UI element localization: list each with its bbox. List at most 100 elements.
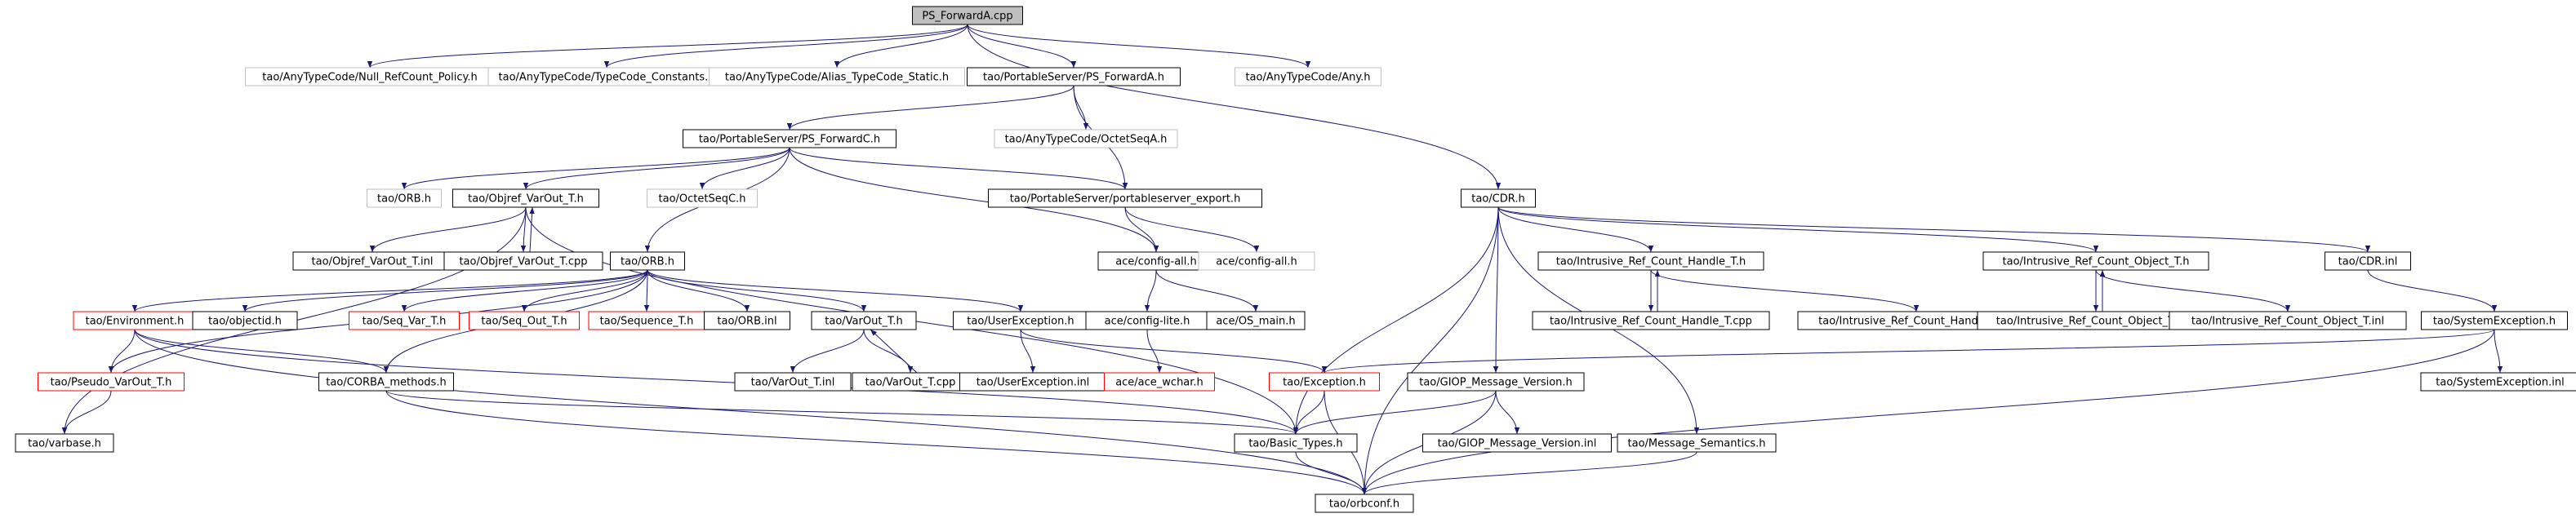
node-label: tao/VarOut_T.cpp: [865, 377, 956, 389]
edge-basic-to-orbconf: [1295, 451, 1368, 495]
edge-orbh2-to-seqout: [521, 269, 648, 312]
node-label: tao/Sequence_T.h: [600, 316, 694, 328]
node-seqvar[interactable]: tao/Seq_Var_T.h: [349, 311, 460, 330]
node-ircocpp[interactable]: tao/Intrusive_Ref_Count_Object_T.cpp: [1977, 311, 2215, 330]
node-box: [2420, 372, 2576, 392]
edge-varoutT-to-varoutinl: [790, 329, 865, 374]
node-label: tao/Intrusive_Ref_Count_Handle_T.cpp: [1550, 316, 1752, 328]
node-box: [647, 188, 758, 208]
node-label: tao/PortableServer/PS_ForwardA.h: [983, 72, 1164, 84]
node-label: tao/Intrusive_Ref_Count_Object_T.cpp: [1996, 316, 2196, 328]
edge-env-to-basic: [134, 329, 1299, 435]
node-basic[interactable]: tao/Basic_Types.h: [1234, 433, 1358, 453]
node-userexc[interactable]: tao/UserException.h: [953, 311, 1088, 330]
node-label: tao/Objref_VarOut_T.cpp: [459, 256, 587, 268]
node-seqT[interactable]: tao/Sequence_T.h: [588, 311, 705, 330]
node-giop[interactable]: tao/GIOP_Message_Version.h: [1407, 372, 1585, 392]
node-env[interactable]: tao/Environment.h: [73, 311, 197, 330]
node-seqout[interactable]: tao/Seq_Out_T.h: [469, 311, 580, 330]
node-box: [1198, 251, 1315, 271]
node-sysexc[interactable]: tao/SystemException.h: [2421, 311, 2568, 330]
node-label: tao/AnyTypeCode/Null_RefCount_Policy.h: [262, 72, 477, 84]
node-root[interactable]: PS_ForwardA.cpp: [912, 6, 1023, 25]
edge-orbh2-to-varoutT: [647, 269, 867, 312]
node-label: tao/Seq_Var_T.h: [363, 316, 447, 328]
node-objid[interactable]: tao/objectid.h: [192, 311, 298, 330]
edge-cdrh-to-basic: [1292, 206, 1499, 435]
node-box: [1104, 372, 1215, 392]
node-cfglite[interactable]: ace/config-lite.h: [1085, 311, 1209, 330]
node-label: tao/Intrusive_Ref_Count_Object_T.h: [2003, 256, 2190, 268]
edge-corba-to-basic: [385, 390, 1298, 435]
node-box: [1422, 433, 1612, 453]
node-box: [683, 129, 896, 148]
node-box: [2421, 311, 2568, 330]
node-orbh2[interactable]: tao/ORB.h: [610, 251, 685, 271]
node-pseudo[interactable]: tao/Pseudo_VarOut_T.h: [38, 372, 185, 392]
edge-irco-to-ircoinl: [2095, 269, 2291, 312]
edge-psfa-to-octa: [1073, 85, 1089, 131]
node-varoutinl[interactable]: tao/VarOut_T.inl: [734, 372, 852, 392]
node-psfc[interactable]: tao/PortableServer/PS_ForwardC.h: [683, 129, 896, 148]
node-label: tao/varbase.h: [28, 438, 101, 450]
node-sysexcinl[interactable]: tao/SystemException.inl: [2420, 372, 2576, 392]
edge-env-to-pseudo: [108, 329, 136, 374]
edge-giop-to-basic: [1292, 390, 1497, 435]
node-box: [704, 311, 790, 330]
node-cfgall[interactable]: ace/config-all.h: [1097, 251, 1215, 271]
node-anyh: tao/AnyTypeCode/Any.h: [1235, 67, 1381, 86]
node-osmain[interactable]: ace/OS_main.h: [1206, 311, 1306, 330]
node-objref[interactable]: tao/Objref_VarOut_T.h: [452, 188, 599, 208]
edge-env-to-corba: [134, 329, 389, 374]
edge-cdrh-to-cdrinl: [1497, 206, 2370, 253]
edge-orbh2-to-seqvar: [401, 269, 648, 312]
node-cdrh[interactable]: tao/CDR.h: [1461, 188, 1536, 208]
edge-psfc-to-orbh1: [401, 147, 790, 190]
edge-sysexc-to-sysexcinl: [2494, 329, 2503, 374]
node-psfa[interactable]: tao/PortableServer/PS_ForwardA.h: [967, 67, 1181, 86]
node-msgsem[interactable]: tao/Message_Semantics.h: [1617, 433, 1777, 453]
node-box: [811, 311, 917, 330]
edge-cdrh-to-irco: [1497, 206, 2098, 253]
node-nullref: tao/AnyTypeCode/Null_RefCount_Policy.h: [245, 67, 495, 86]
node-box: [367, 188, 442, 208]
node-orbconf[interactable]: tao/orbconf.h: [1315, 494, 1414, 513]
node-label: tao/ORB.h: [621, 256, 674, 268]
node-label: tao/AnyTypeCode/OctetSeqA.h: [1005, 134, 1168, 146]
edge-psfc-to-psexp: [789, 147, 1128, 190]
node-userexcinl[interactable]: tao/UserException.inl: [959, 372, 1106, 392]
node-irch[interactable]: tao/Intrusive_Ref_Count_Handle_T.h: [1537, 251, 1764, 271]
node-label: tao/SystemException.inl: [2436, 377, 2564, 389]
node-box: [1206, 311, 1306, 330]
node-varoutcpp[interactable]: tao/VarOut_T.cpp: [852, 372, 969, 392]
node-box: [318, 372, 454, 392]
node-irco[interactable]: tao/Intrusive_Ref_Count_Object_T.h: [1982, 251, 2209, 271]
node-label: tao/ORB.h: [377, 193, 431, 206]
edge-cfgall-to-cfglite: [1144, 269, 1157, 312]
edge-root-to-anyh: [967, 24, 1311, 69]
node-label: tao/SystemException.h: [2433, 316, 2556, 328]
edge-cfgall-to-osmain: [1155, 269, 1259, 312]
node-acewchar[interactable]: ace/ace_wchar.h: [1104, 372, 1215, 392]
node-objcpp[interactable]: tao/Objref_VarOut_T.cpp: [443, 251, 603, 271]
node-box: [1617, 433, 1777, 453]
node-cfgall2: ace/config-all.h: [1198, 251, 1315, 271]
node-cdrinl[interactable]: tao/CDR.inl: [2325, 251, 2411, 271]
node-box: [967, 67, 1181, 86]
node-irchcpp[interactable]: tao/Intrusive_Ref_Count_Handle_T.cpp: [1532, 311, 1770, 330]
node-box: [469, 311, 580, 330]
node-exch[interactable]: tao/Exception.h: [1269, 372, 1380, 392]
node-label: tao/Exception.h: [1283, 377, 1366, 389]
node-orbinl[interactable]: tao/ORB.inl: [704, 311, 790, 330]
node-varbase[interactable]: tao/varbase.h: [15, 433, 114, 453]
node-corba[interactable]: tao/CORBA_methods.h: [318, 372, 454, 392]
node-ircoinl[interactable]: tao/Intrusive_Ref_Count_Object_T.inl: [2169, 311, 2407, 330]
node-label: tao/Pseudo_VarOut_T.h: [51, 377, 172, 389]
node-objinl[interactable]: tao/Objref_VarOut_T.inl: [292, 251, 452, 271]
node-label: tao/UserException.inl: [977, 377, 1090, 389]
edge-varoutT-to-varoutcpp: [863, 329, 914, 374]
node-box: [709, 67, 965, 86]
node-varoutT[interactable]: tao/VarOut_T.h: [811, 311, 917, 330]
node-psexp[interactable]: tao/PortableServer/portableserver_export…: [988, 188, 1262, 208]
node-giopinl[interactable]: tao/GIOP_Message_Version.inl: [1422, 433, 1612, 453]
